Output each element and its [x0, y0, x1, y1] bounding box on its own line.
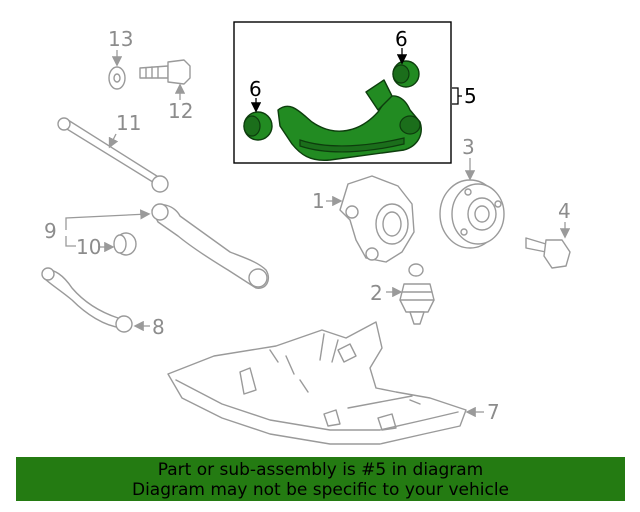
shield-7[interactable]: [167, 321, 467, 445]
callout-13: 13: [108, 27, 133, 51]
callout-6-left: 6: [249, 77, 262, 101]
banner-line-2: Diagram may not be specific to your vehi…: [131, 480, 509, 500]
hub-3[interactable]: [439, 179, 505, 249]
knuckle-1[interactable]: [339, 175, 415, 263]
callout-7: 7: [487, 400, 500, 424]
arm-upper-tab: [365, 79, 393, 111]
banner-line-1: Part or sub-assembly is #5 in diagram: [157, 460, 484, 480]
callout-12: 12: [168, 99, 193, 123]
lateral-link-11[interactable]: [57, 117, 169, 193]
callout-2: 2: [370, 281, 383, 305]
arm-ball-joint: [399, 115, 421, 135]
bolt-12[interactable]: [139, 59, 191, 85]
callout-5: 5: [464, 84, 477, 108]
bushing-10[interactable]: [113, 232, 137, 256]
callout-4: 4: [558, 199, 571, 223]
bushing-right[interactable]: [392, 60, 420, 88]
ball-joint-2[interactable]: [399, 263, 435, 325]
callout-6-right: 6: [395, 27, 408, 51]
bushing-left[interactable]: [243, 111, 273, 141]
info-banner: Part or sub-assembly is #5 in diagram Di…: [16, 457, 625, 501]
arm-ridge: [299, 137, 405, 153]
upper-control-arm-group[interactable]: [233, 21, 462, 164]
bolt-4[interactable]: [525, 237, 571, 269]
callout-1: 1: [312, 189, 325, 213]
callout-10: 10: [76, 235, 101, 259]
link-8[interactable]: [41, 267, 133, 333]
callout-9: 9: [44, 219, 57, 243]
washer-13[interactable]: [108, 66, 126, 90]
control-arm-9[interactable]: [151, 203, 270, 289]
callout-8: 8: [152, 315, 165, 339]
callout-11: 11: [116, 111, 141, 135]
callout-3: 3: [462, 135, 475, 159]
